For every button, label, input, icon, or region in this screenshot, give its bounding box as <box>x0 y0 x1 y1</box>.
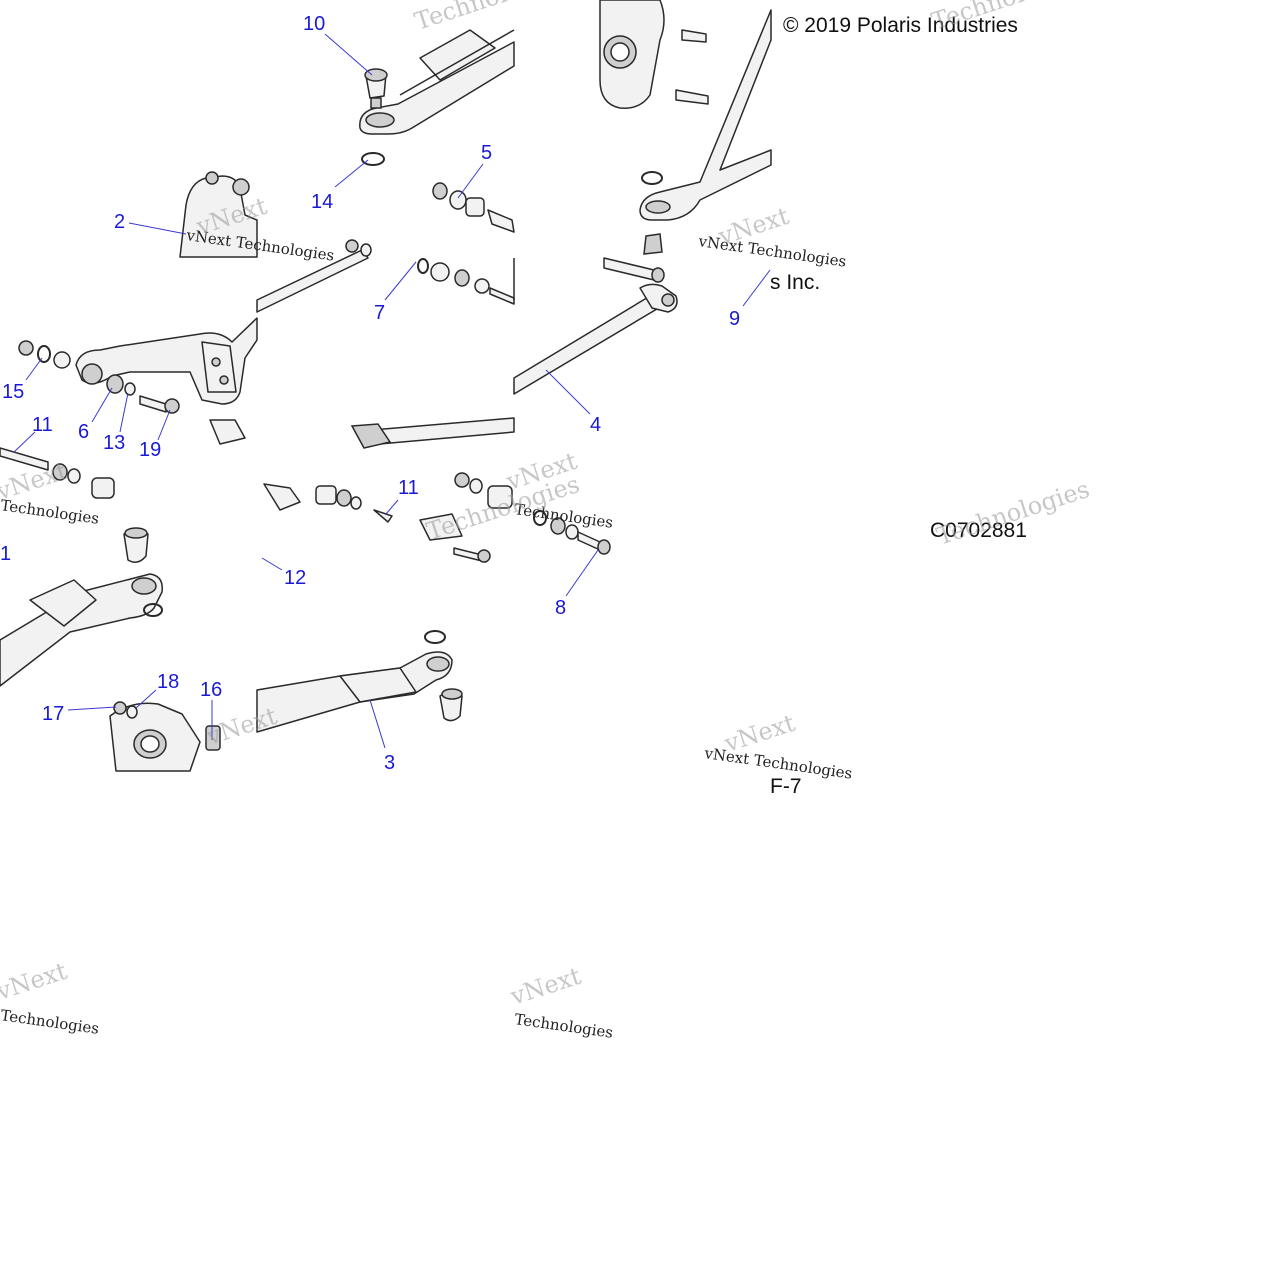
watermark-text: vNext <box>506 962 584 1011</box>
callout-10: 10 <box>303 13 325 35</box>
retaining-ring-part <box>361 152 385 166</box>
lower-a-arm-front-fragment <box>359 29 515 135</box>
callout-16: 16 <box>200 679 222 701</box>
lower-a-arm-rear-fragment <box>639 9 772 255</box>
watermark-text: Technologies <box>513 1010 614 1042</box>
lower-a-arm-2-part <box>256 513 491 733</box>
upper-arm-hardware <box>0 340 246 499</box>
callout-5: 5 <box>481 142 492 164</box>
callout-1: 1 <box>0 543 11 565</box>
watermarks: vNext Technologies vNext Technologies vN… <box>0 0 1093 1042</box>
bushing-set-part <box>432 182 515 233</box>
callout-19: 19 <box>139 439 161 461</box>
stabilizer-link-part <box>513 257 678 395</box>
callout-9: 9 <box>729 308 740 330</box>
callout-18: 18 <box>157 671 179 693</box>
callout-14: 14 <box>311 191 333 213</box>
copyright-text: © 2019 Polaris Industries <box>783 14 1018 37</box>
callout-8: 8 <box>555 597 566 619</box>
callout-labels: 10 5 14 2 7 9 4 15 11 6 13 19 11 1 12 8 … <box>0 13 740 774</box>
leader-lines <box>13 33 771 749</box>
callout-17: 17 <box>42 703 64 725</box>
callout-11b: 11 <box>398 477 419 499</box>
callout-4: 4 <box>590 414 601 436</box>
callout-2: 2 <box>114 211 125 233</box>
steering-knuckle-fragment <box>599 0 709 109</box>
callout-12: 12 <box>284 567 306 589</box>
callout-6: 6 <box>78 421 89 443</box>
watermark-text: vNext <box>0 957 71 1006</box>
callout-11a: 11 <box>32 414 53 436</box>
watermark-text: Technologies <box>0 1006 100 1038</box>
watermark-text: vNext <box>720 709 798 758</box>
knuckle-part <box>109 701 221 772</box>
upper-a-arm-part <box>75 317 258 405</box>
lower-a-arm-part <box>0 527 163 687</box>
page-reference: F-7 <box>770 775 802 798</box>
upper-a-arm-fragment <box>179 171 258 258</box>
ball-joint-part <box>364 68 388 109</box>
callout-15: 15 <box>2 381 24 403</box>
watermark-text: vNext <box>202 702 280 751</box>
drawing-code: C0702881 <box>930 519 1027 542</box>
tie-rod-part <box>256 239 515 523</box>
watermark-text: Technologies <box>411 0 571 36</box>
callout-7: 7 <box>374 302 385 324</box>
callout-13: 13 <box>103 432 125 454</box>
callout-3: 3 <box>384 752 395 774</box>
copyright-tail-text: s Inc. <box>770 271 820 294</box>
pivot-bolt-part <box>533 510 611 555</box>
